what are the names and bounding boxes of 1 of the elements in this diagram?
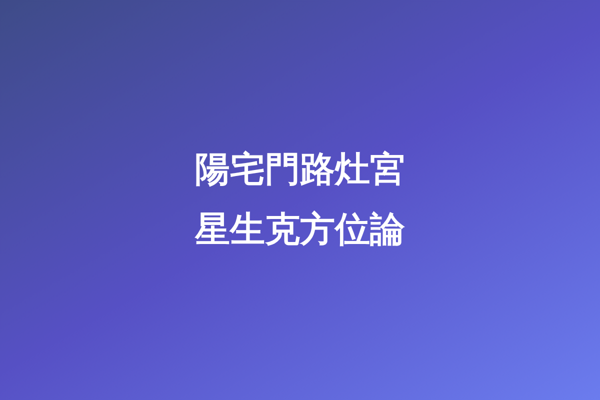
- title: 陽宅門路灶宮星生克方位論: [195, 149, 405, 252]
